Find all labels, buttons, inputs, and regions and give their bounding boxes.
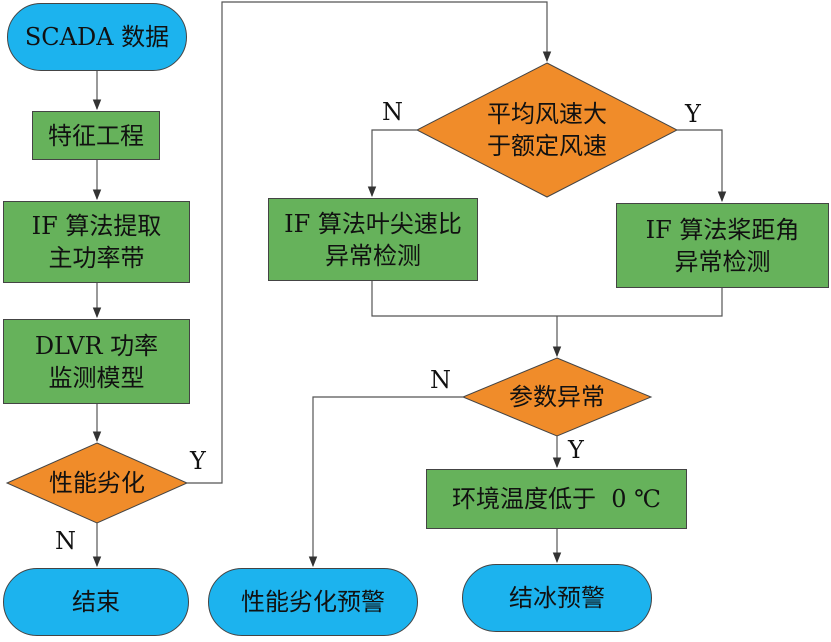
node-if-extract: IF 算法提取 主功率带 bbox=[3, 201, 190, 283]
node-perf-degrade-text: 性能劣化 bbox=[49, 469, 145, 497]
node-if-extract-text: IF 算法提取 主功率带 bbox=[31, 212, 162, 272]
node-feature-engineering: 特征工程 bbox=[32, 111, 160, 160]
node-pitch-text: IF 算法桨距角 异常检测 bbox=[645, 215, 800, 276]
node-avg-wind-text: 平均风速大 于额定风速 bbox=[487, 100, 607, 160]
decision-avg-wind-shape bbox=[415, 62, 679, 198]
node-temp-below-zero: 环境温度低于 0 ℃ bbox=[426, 469, 687, 529]
node-perf-warn-text: 性能劣化预警 bbox=[241, 588, 385, 616]
label-wind-no: N bbox=[382, 98, 403, 126]
node-perf-warn: 性能劣化预警 bbox=[208, 568, 418, 636]
node-if-tsr: IF 算法叶尖速比 异常检测 bbox=[268, 198, 478, 281]
node-avg-wind: 平均风速大 于额定风速 bbox=[417, 63, 677, 197]
node-dlvr: DLVR 功率 监测模型 bbox=[3, 319, 190, 404]
label-param-no: N bbox=[430, 366, 451, 394]
node-perf-degrade: 性能劣化 bbox=[7, 443, 187, 523]
node-scada-data: SCADA 数据 bbox=[7, 3, 187, 71]
edge-wind-yes bbox=[677, 129, 727, 203]
edge-param-no bbox=[308, 396, 463, 568]
node-end: 结束 bbox=[3, 568, 189, 636]
edge-perf-yes-to-wind bbox=[187, 1, 552, 484]
label-perf-yes: Y bbox=[190, 447, 206, 475]
node-if-pitch: IF 算法桨距角 异常检测 bbox=[616, 203, 829, 288]
node-end-text: 结束 bbox=[72, 588, 120, 616]
node-dlvr-text: DLVR 功率 监测模型 bbox=[34, 331, 159, 392]
node-tsr-text: IF 算法叶尖速比 异常检测 bbox=[284, 209, 462, 270]
label-param-yes: Y bbox=[568, 436, 584, 464]
node-ice-warn-text: 结冰预警 bbox=[509, 584, 605, 612]
node-scada-text: SCADA 数据 bbox=[24, 23, 170, 51]
label-wind-yes: Y bbox=[685, 100, 701, 128]
node-temp-text: 环境温度低于 0 ℃ bbox=[451, 485, 661, 513]
edge-tsr-merge bbox=[371, 281, 723, 317]
node-ice-warn: 结冰预警 bbox=[462, 564, 652, 632]
node-param-abnormal: 参数异常 bbox=[463, 358, 651, 436]
edge-wind-no bbox=[367, 129, 417, 198]
label-perf-no: N bbox=[55, 527, 76, 555]
node-param-abn-text: 参数异常 bbox=[509, 383, 605, 411]
node-feature-text: 特征工程 bbox=[48, 121, 144, 150]
